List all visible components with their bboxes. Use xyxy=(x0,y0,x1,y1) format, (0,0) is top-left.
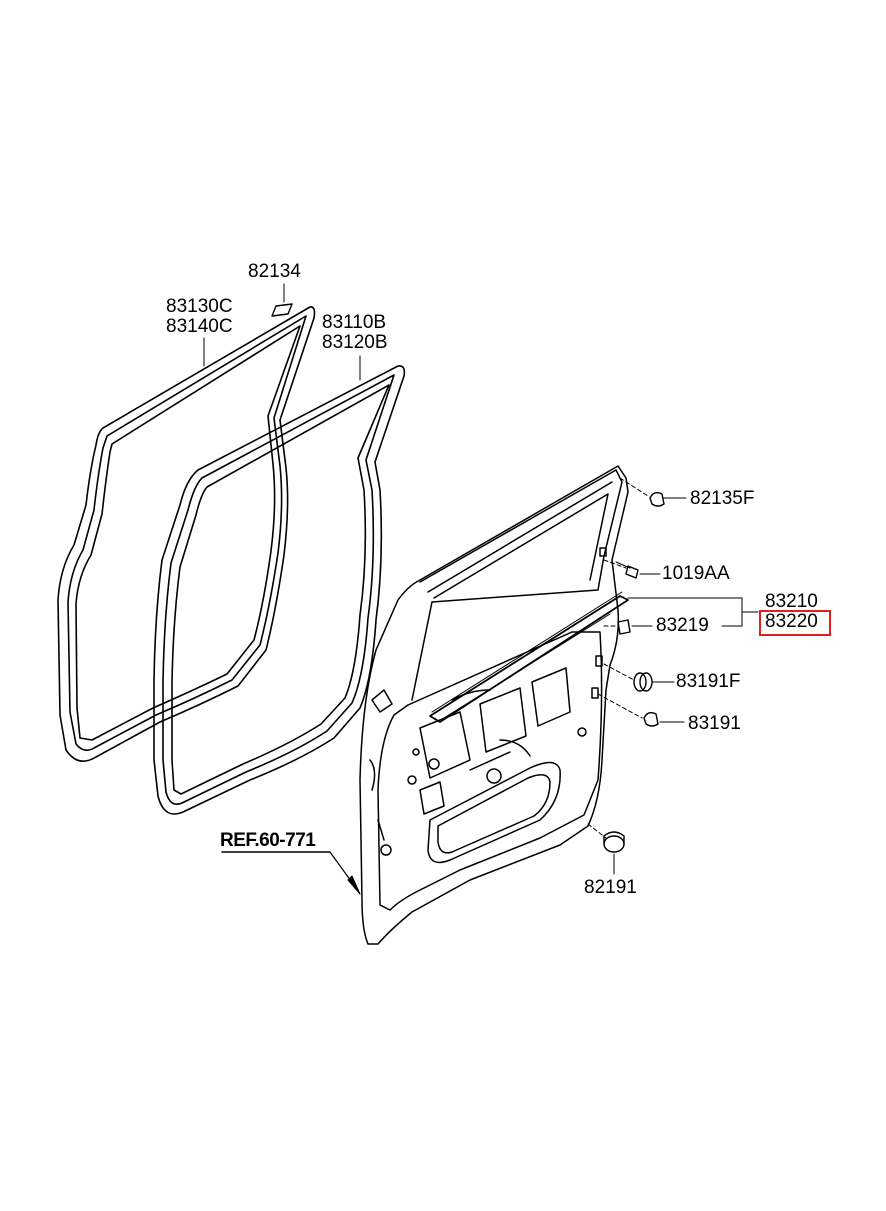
part-label-83219[interactable]: 83219 xyxy=(656,615,709,636)
part-label-82135f[interactable]: 82135F xyxy=(690,488,755,509)
part-label-83210[interactable]: 83210 xyxy=(765,591,818,612)
part-label-83220[interactable]: 83220 xyxy=(765,611,818,632)
leader-lines xyxy=(203,283,759,895)
part-label-83110b[interactable]: 83110B xyxy=(322,312,387,333)
part-label-82134[interactable]: 82134 xyxy=(248,261,301,282)
part-label-1019aa[interactable]: 1019AA xyxy=(662,563,730,584)
outer-weatherstrip xyxy=(57,306,316,762)
part-label-83140c[interactable]: 83140C xyxy=(166,316,233,337)
part-label-83130c[interactable]: 83130C xyxy=(166,296,233,317)
highlight-box-83220 xyxy=(759,610,831,636)
reference-label[interactable]: REF.60-771 xyxy=(220,830,316,851)
part-label-83191f[interactable]: 83191F xyxy=(676,671,741,692)
part-label-83120b[interactable]: 83120B xyxy=(322,332,388,353)
part-label-83191[interactable]: 83191 xyxy=(688,713,741,734)
part-label-82191[interactable]: 82191 xyxy=(584,877,637,898)
inner-weatherstrip xyxy=(153,365,406,815)
door-panel xyxy=(359,465,629,945)
